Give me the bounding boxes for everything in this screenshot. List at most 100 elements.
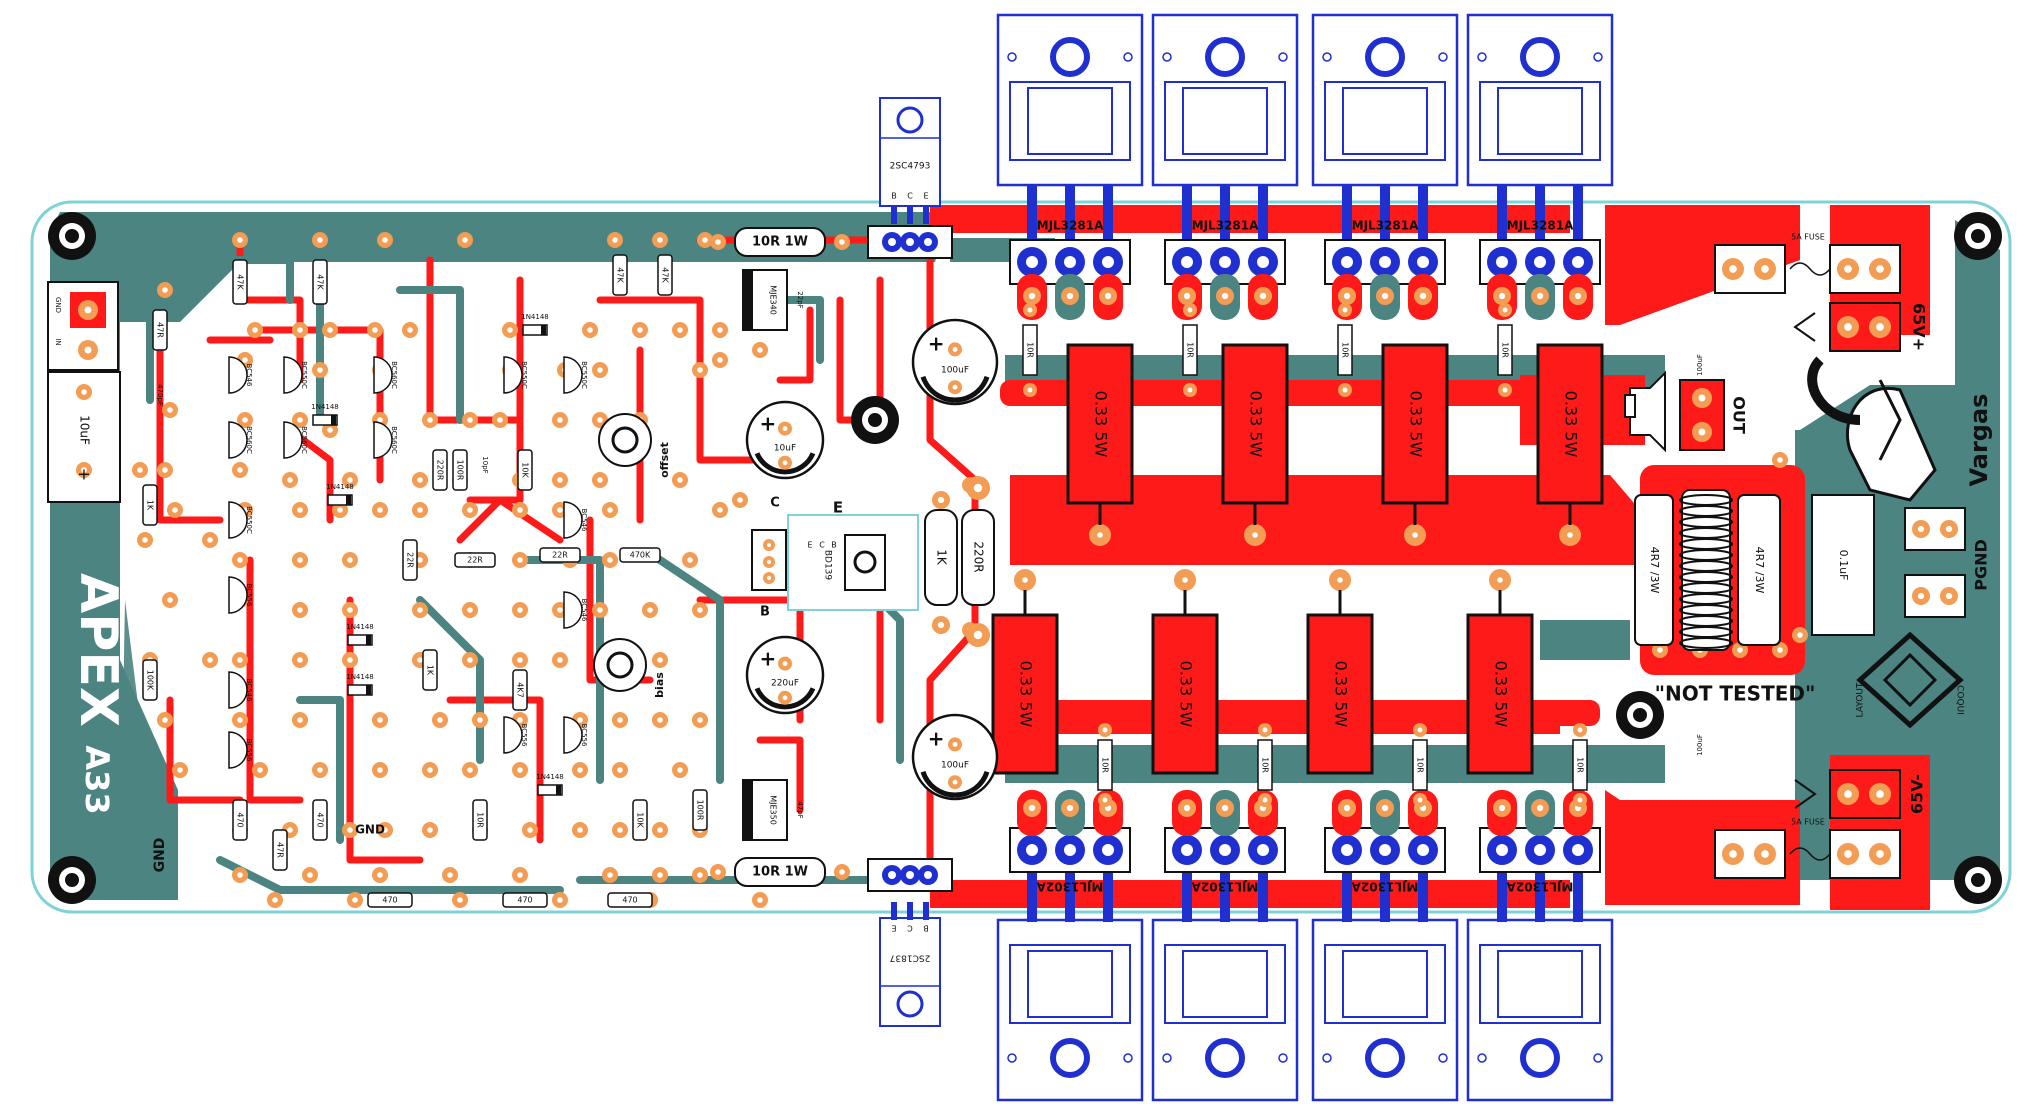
output-device-pads-top: MJL3281A bbox=[1009, 219, 1131, 320]
solder-pad bbox=[552, 472, 568, 488]
ground-label: GND bbox=[152, 838, 168, 873]
solder-pad bbox=[78, 340, 98, 360]
solder-pad bbox=[492, 412, 508, 428]
solder-pad bbox=[1837, 843, 1859, 865]
mounting-hole bbox=[1616, 691, 1664, 739]
resistor-label: 22R bbox=[552, 551, 568, 560]
diode-label: 1N4148 bbox=[311, 403, 339, 411]
driver-pin-label: B bbox=[923, 924, 929, 933]
transistor-label: BC546 bbox=[245, 679, 253, 702]
driver-pin-label: E bbox=[891, 924, 896, 933]
diode: 1N4148 bbox=[346, 673, 374, 696]
solder-pad bbox=[602, 502, 618, 518]
solder-pad bbox=[932, 491, 950, 509]
solder-pad bbox=[1940, 520, 1958, 538]
bias-pin-label: C bbox=[819, 541, 825, 550]
solder-pad bbox=[1754, 843, 1776, 865]
resistor: 220R bbox=[432, 449, 448, 491]
solder-pad bbox=[512, 652, 528, 668]
small-transistor: BC550C bbox=[563, 356, 588, 394]
small-transistor: BC550C bbox=[228, 501, 253, 539]
emitter-resistor-label: 0.33 5W bbox=[1492, 661, 1511, 728]
solder-pad bbox=[732, 492, 748, 508]
solder-pad bbox=[342, 552, 358, 568]
output-connector[interactable]: OUT bbox=[1629, 370, 1749, 453]
solder-pad bbox=[652, 867, 668, 883]
solder-pad bbox=[948, 775, 962, 790]
solder-pad bbox=[1498, 303, 1512, 317]
node-label: B bbox=[760, 605, 770, 620]
bias-pad-block bbox=[751, 529, 787, 591]
solder-pad bbox=[948, 342, 962, 357]
solder-pad bbox=[1792, 627, 1808, 643]
driver-pad-row bbox=[867, 858, 953, 892]
resistor-label: 4R7 /3W bbox=[1648, 547, 1661, 594]
solder-pad bbox=[512, 502, 528, 518]
solder-pad bbox=[462, 502, 478, 518]
capacitor-label: 10uF bbox=[774, 444, 796, 454]
output-device-label: MJL1302A bbox=[1351, 880, 1418, 894]
transistor-label: BC560C bbox=[245, 426, 253, 454]
capacitor-label: 100uF bbox=[941, 761, 969, 771]
resistor: 470K bbox=[619, 547, 661, 563]
solder-pad bbox=[372, 762, 388, 778]
capacitor-label: 10uF bbox=[78, 415, 92, 445]
trimmer-potentiometer[interactable]: offset bbox=[598, 413, 671, 478]
solder-pad bbox=[1837, 258, 1859, 280]
node-label: E bbox=[833, 499, 843, 517]
solder-pad bbox=[372, 502, 388, 518]
solder-pad bbox=[78, 300, 98, 320]
solder-pad bbox=[76, 462, 92, 478]
node-label: C bbox=[770, 496, 780, 511]
solder-pad bbox=[1258, 793, 1272, 807]
device-lead-pad bbox=[1178, 799, 1196, 817]
electrolytic-capacitor: 220uF+ bbox=[745, 635, 825, 715]
diode: 1N4148 bbox=[521, 313, 549, 336]
small-transistor: BC560C bbox=[373, 356, 398, 394]
solder-pad bbox=[167, 502, 183, 518]
solder-pad bbox=[267, 892, 283, 908]
device-lead-pad bbox=[1338, 799, 1356, 817]
gate-resistor-top: 10R 1W bbox=[710, 227, 850, 257]
device-lead-pad bbox=[1414, 287, 1432, 305]
resistor: 470 bbox=[502, 892, 548, 908]
resistor-label: 100R bbox=[696, 800, 705, 821]
solder-pad bbox=[462, 762, 478, 778]
output-device-pads-top: MJL3281A bbox=[1479, 219, 1601, 320]
resistor-label: 10K bbox=[636, 812, 645, 828]
solder-pad bbox=[572, 762, 588, 778]
resistor: 470 bbox=[607, 892, 653, 908]
driver-pin-label: E bbox=[923, 192, 928, 201]
diode-label: 1N4148 bbox=[521, 313, 549, 321]
resistor: 47R bbox=[152, 309, 168, 351]
resistor: 100K bbox=[142, 659, 158, 701]
output-transistor-tab-top bbox=[1311, 13, 1459, 245]
solder-pad bbox=[1912, 520, 1930, 538]
solder-pad bbox=[652, 652, 668, 668]
power-ground-connector[interactable]: PGND bbox=[1904, 507, 1991, 618]
output-device-label: MJL3281A bbox=[1192, 219, 1259, 233]
rail-label: 65V+ bbox=[1910, 303, 1929, 351]
solder-pad bbox=[1023, 303, 1037, 317]
trimmer-potentiometer[interactable]: bias bbox=[593, 638, 666, 698]
capacitor-label: 220uF bbox=[771, 679, 799, 689]
small-transistor: BC556 bbox=[228, 731, 253, 769]
solder-pad bbox=[342, 602, 358, 618]
resistor: 4K7 bbox=[512, 669, 528, 711]
solder-pad bbox=[1407, 527, 1423, 543]
solder-pad bbox=[682, 552, 698, 568]
base-resistor-label: 10R bbox=[1416, 757, 1425, 773]
solder-pad bbox=[202, 532, 218, 548]
solder-pad bbox=[332, 502, 348, 518]
solder-pad bbox=[347, 892, 363, 908]
solder-pad bbox=[302, 867, 318, 883]
solder-pad bbox=[512, 762, 528, 778]
solder-pad bbox=[1562, 527, 1578, 543]
resistor: 10K bbox=[517, 449, 533, 491]
solder-pad bbox=[462, 652, 478, 668]
